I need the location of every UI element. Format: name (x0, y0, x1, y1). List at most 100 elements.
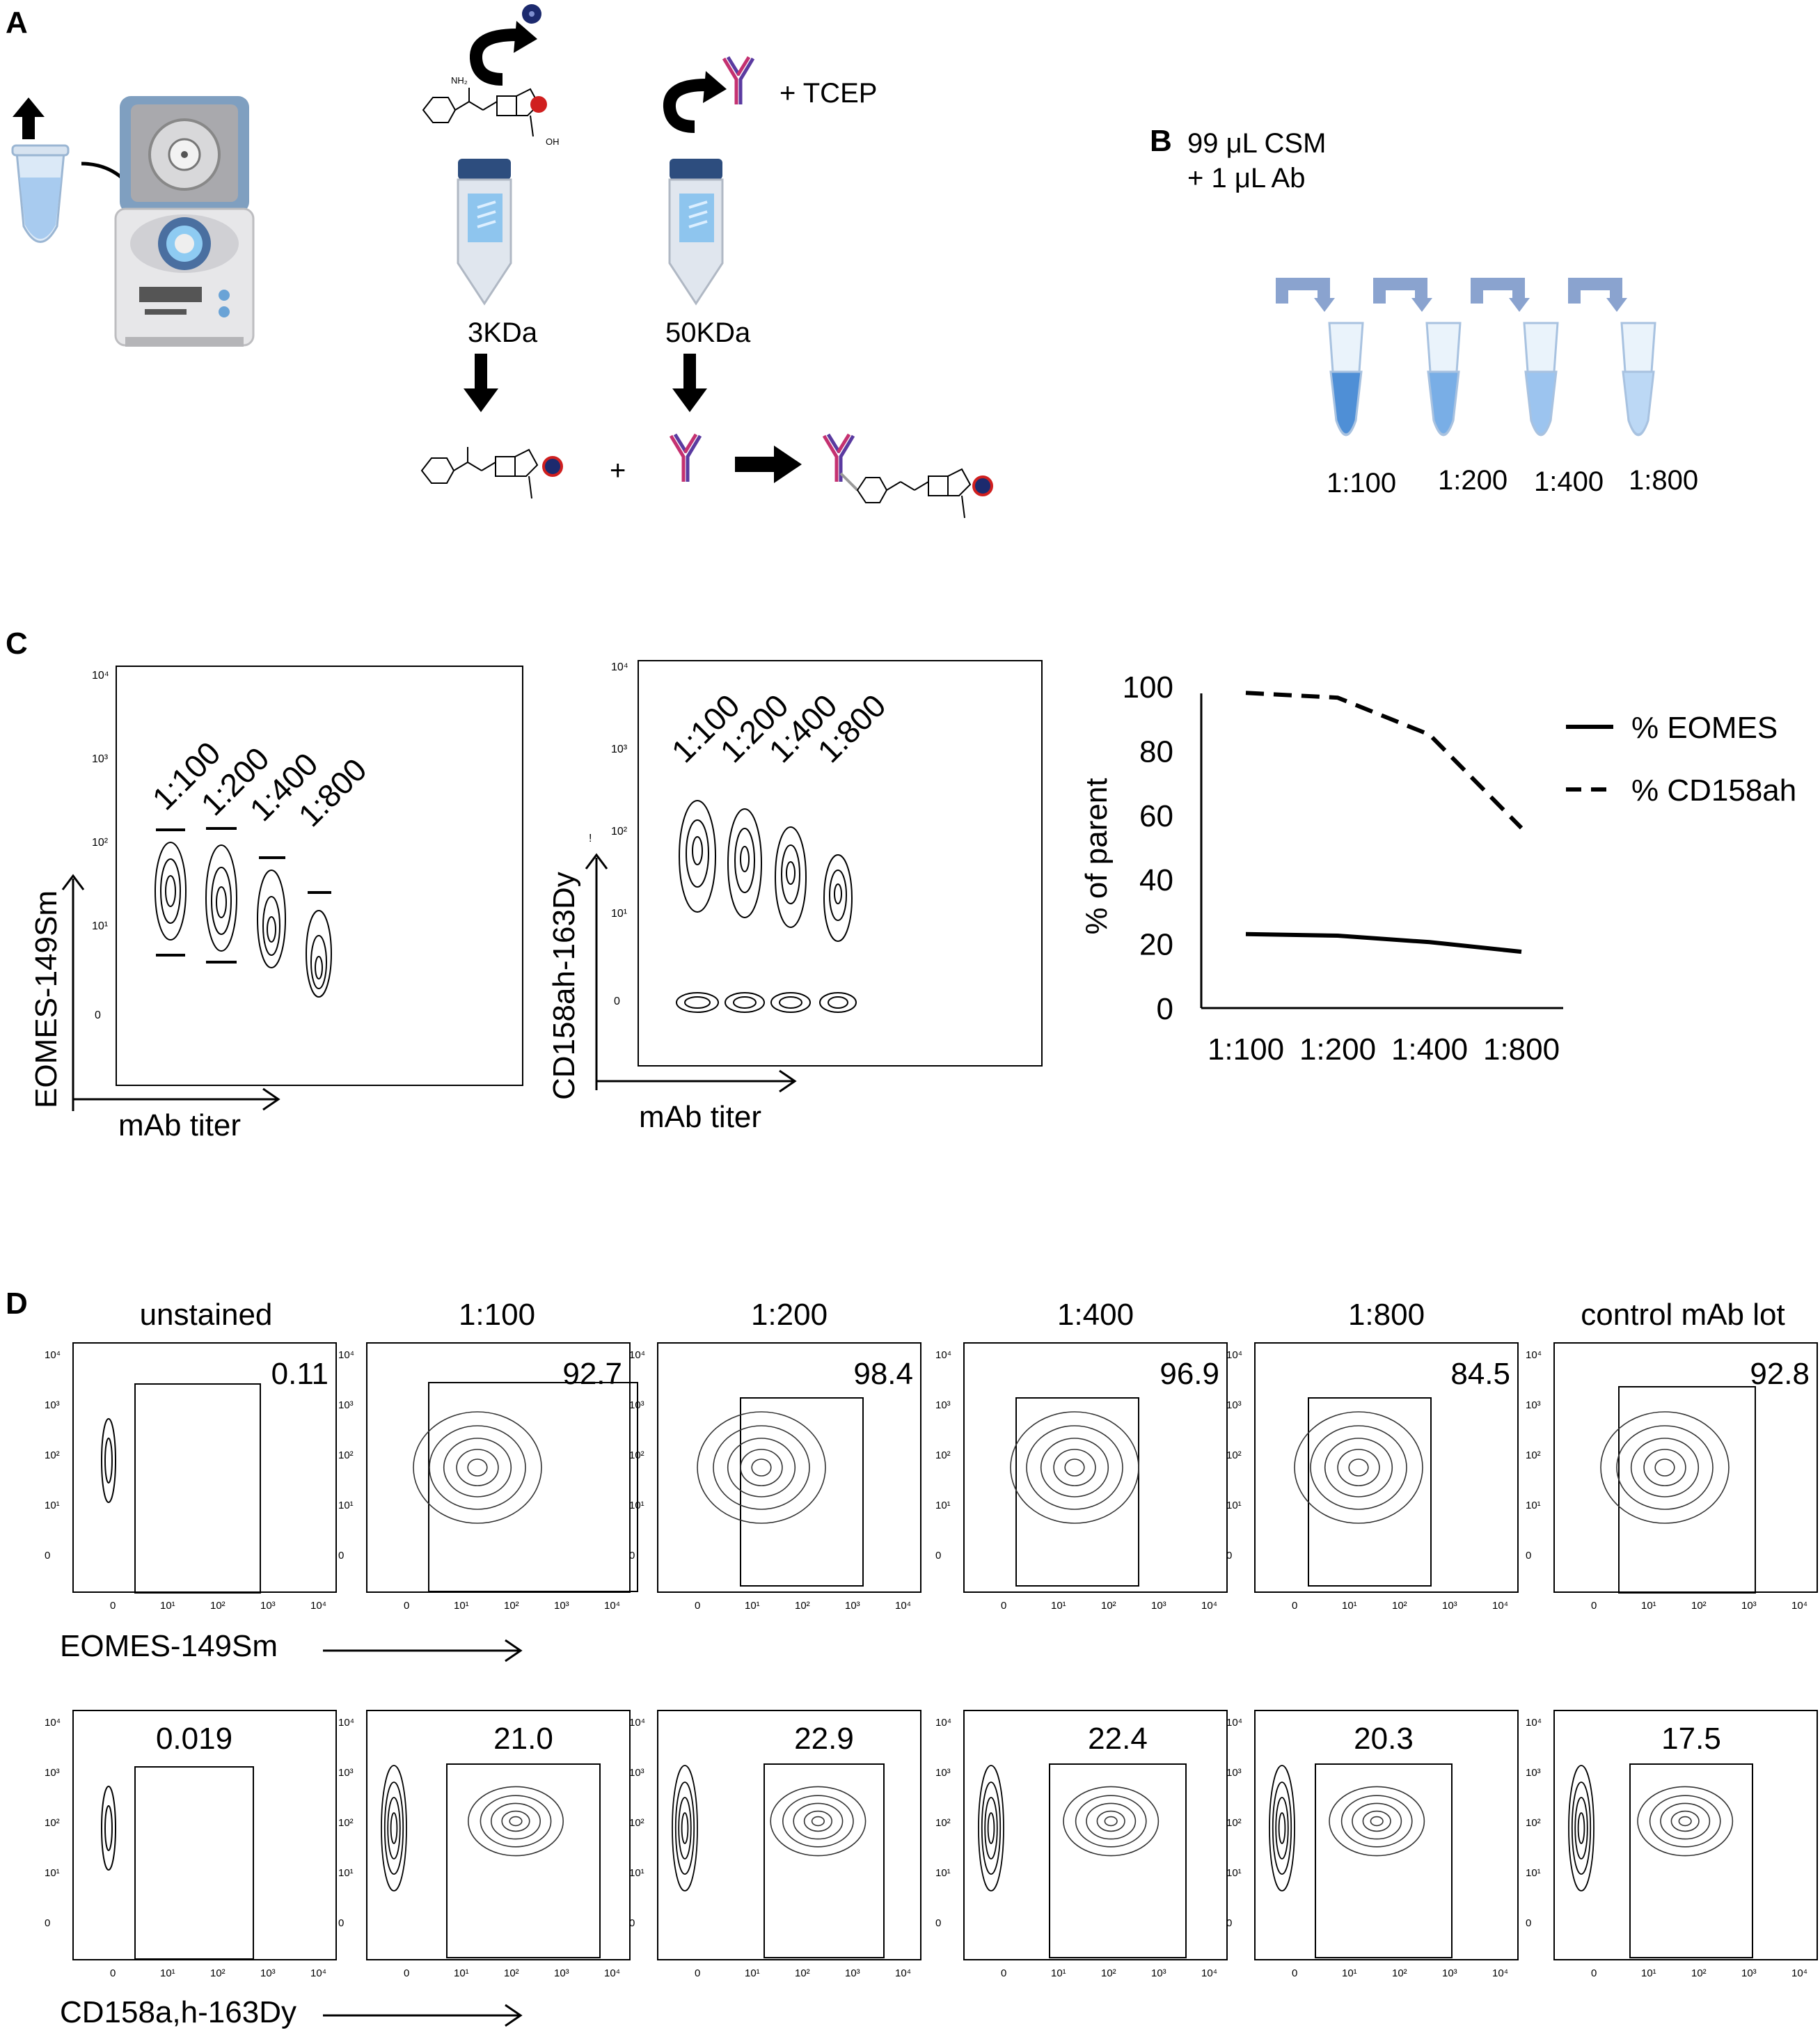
y-tick: 10⁴ (1226, 1349, 1243, 1361)
contour (1096, 1810, 1125, 1832)
contour (1294, 1411, 1423, 1524)
y-tick-label: 100 (1123, 670, 1173, 705)
y-tick: 10² (935, 1449, 951, 1461)
gate-percentage: 92.8 (1750, 1357, 1810, 1391)
y-tick: 10² (629, 1817, 644, 1829)
contour (1086, 1802, 1137, 1840)
contour (1362, 1810, 1391, 1832)
x-tick: 10³ (1442, 1967, 1457, 1979)
contour (697, 1411, 826, 1524)
contour (1310, 1425, 1407, 1510)
x-tick: 10³ (1442, 1600, 1457, 1612)
y-tick: 10³ (1226, 1767, 1242, 1779)
contour-populations (676, 800, 857, 1013)
x-tick: 0 (404, 1967, 410, 1979)
gate-rect (763, 1763, 885, 1958)
x-tick: 10¹ (1051, 1967, 1066, 1979)
chem-label-oh: OH (546, 136, 560, 147)
x-tick-label: 1:100 (1208, 1032, 1284, 1067)
x-tick: 10⁴ (310, 1967, 327, 1979)
y-tick: 0 (935, 1917, 942, 1929)
y-tick: 10³ (1226, 1399, 1242, 1411)
penicillin-molecule-conjugated (420, 447, 563, 499)
antibody-icon (722, 56, 755, 104)
y-tick: 10¹ (935, 1867, 951, 1879)
panel-label-b: B (1150, 124, 1172, 158)
x-tick: 10⁴ (1791, 1600, 1808, 1612)
x-tick: 0 (1591, 1967, 1597, 1979)
flow-plot (657, 1342, 921, 1593)
contour (429, 1425, 526, 1510)
y-tick-label: 40 (1139, 863, 1173, 897)
contour (981, 1782, 1002, 1875)
y-tick: 10² (45, 1449, 60, 1461)
y-tick-label: 20 (1139, 928, 1173, 962)
x-tick: 10⁴ (895, 1600, 912, 1612)
y-tick: 10³ (629, 1767, 644, 1779)
contour (1574, 1797, 1588, 1859)
contour (1670, 1810, 1700, 1832)
y-tick: 10⁴ (92, 670, 109, 682)
tcep-label: + TCEP (780, 78, 878, 109)
x-axis-arrow-icon (323, 1639, 523, 1662)
contour (1329, 1786, 1425, 1857)
x-tick: 10² (1392, 1967, 1407, 1979)
contour (1643, 1449, 1686, 1486)
y-tick: 10¹ (338, 1500, 354, 1511)
x-tick: 10³ (845, 1600, 860, 1612)
contour (751, 1458, 772, 1477)
gate-percentage: 84.5 (1450, 1357, 1510, 1391)
y-tick: 10² (1226, 1449, 1242, 1461)
contour (1571, 1782, 1592, 1875)
gate-percentage: 22.9 (794, 1722, 854, 1756)
flow-plot-content: 22.9 (672, 1722, 885, 1958)
contour (1053, 1449, 1096, 1486)
flow-plot-content: 98.4 (697, 1357, 913, 1587)
x-tick: 10¹ (160, 1967, 175, 1979)
flow-plot (1254, 1342, 1519, 1593)
x-tick: 0 (1001, 1600, 1007, 1612)
gate-percentage: 98.4 (853, 1357, 913, 1391)
gate-percentage: 0.019 (156, 1722, 232, 1756)
contour (1616, 1425, 1714, 1510)
contour (987, 1812, 995, 1844)
flow-plot-content: 22.4 (978, 1722, 1187, 1958)
y-tick: 10² (1526, 1449, 1541, 1461)
x-tick: 10¹ (1051, 1600, 1066, 1612)
y-axis-label: EOMES-149Sm (29, 890, 63, 1108)
microcentrifuge-tube-icon (11, 144, 70, 243)
contour (1600, 1411, 1730, 1524)
y-tick: 10¹ (1526, 1500, 1541, 1511)
contour (1568, 1765, 1595, 1892)
contour (1104, 1816, 1118, 1827)
y-tick: 10⁴ (1526, 1717, 1542, 1729)
contour (1577, 1812, 1585, 1844)
flow-plot (1254, 1710, 1519, 1960)
contour (381, 1765, 407, 1892)
column-header: unstained (139, 1298, 273, 1332)
y-tick: 10² (338, 1817, 354, 1829)
legend-label: % EOMES (1631, 711, 1778, 745)
y-tick: 10³ (338, 1399, 354, 1411)
x-tick: 0 (1292, 1967, 1298, 1979)
x-tick: 0 (695, 1600, 701, 1612)
contour (1324, 1438, 1393, 1497)
contour (104, 1438, 113, 1484)
y-tick: 0 (1226, 1917, 1233, 1929)
y-tick: 10² (935, 1817, 951, 1829)
contour (1348, 1458, 1369, 1477)
panel-label-d: D (6, 1287, 28, 1321)
gate-rect (1049, 1763, 1187, 1958)
contour (1337, 1449, 1380, 1486)
flow-plot (963, 1710, 1228, 1960)
row2-x-axis-label: CD158a,h-163Dy (60, 1995, 296, 2029)
y-tick: 10⁴ (1226, 1717, 1243, 1729)
x-tick: 10³ (1151, 1600, 1166, 1612)
y-tick: 10³ (45, 1767, 60, 1779)
y-tick: 10³ (611, 744, 628, 755)
flow-plot-content: 92.7 (413, 1357, 638, 1592)
x-axis-label: mAb titer (639, 1100, 762, 1134)
y-tick: 0 (45, 1917, 51, 1929)
y-tick: 10¹ (1226, 1500, 1242, 1511)
